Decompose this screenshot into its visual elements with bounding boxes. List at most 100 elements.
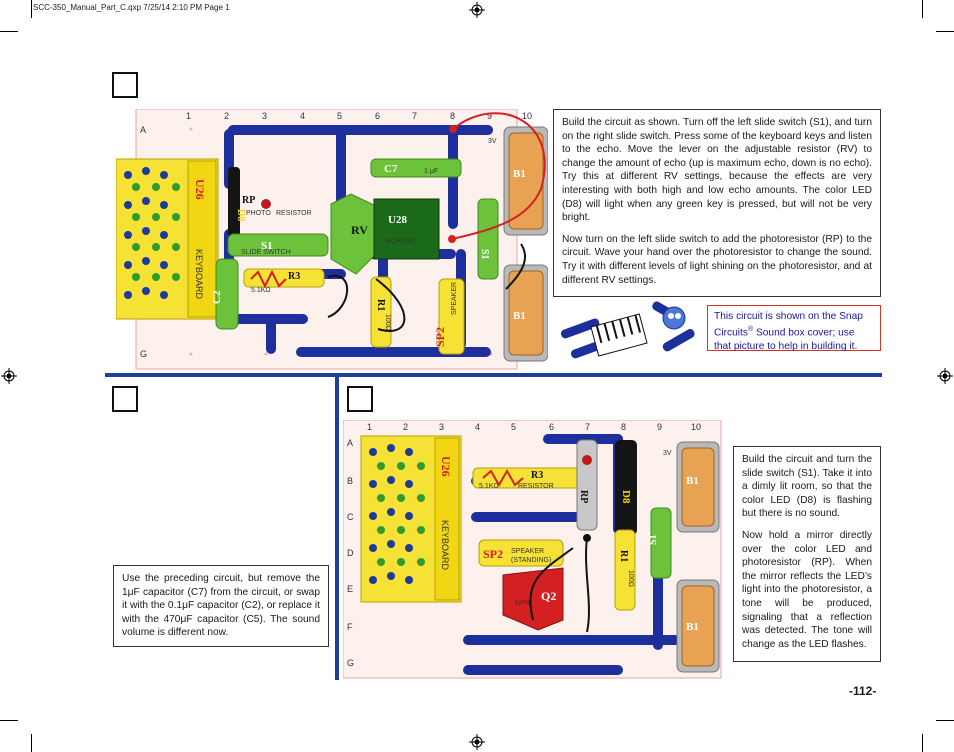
col-label: 1 — [367, 422, 372, 432]
b1-label: B1 — [686, 475, 699, 487]
c7-label: C7 — [384, 163, 398, 175]
registration-mark-icon — [937, 368, 953, 384]
rp-label: RP — [578, 490, 589, 503]
top-circuit-diagram: 1 2 3 4 5 6 7 8 9 10 A G U26 KEYB — [116, 109, 548, 370]
r3-value: 5.1KΩ — [479, 483, 499, 490]
crop-mark — [0, 31, 18, 32]
crop-mark — [936, 31, 954, 32]
project-number-box — [347, 386, 373, 412]
registration-mark-icon — [1, 368, 17, 384]
snap-cover-note: This circuit is shown on the Snap Circui… — [707, 305, 881, 352]
r3-label: R3 — [288, 271, 300, 282]
s1-label: S1 — [261, 240, 273, 252]
col-label: 5 — [337, 111, 342, 121]
project-number-box — [112, 72, 138, 98]
npn-label: NPN — [515, 600, 530, 607]
photo-label: PHOTO — [246, 210, 271, 217]
sp2-label: SP2 — [483, 547, 503, 561]
u26-label: U26 — [193, 179, 207, 200]
row-label: B — [347, 476, 353, 486]
row-label: F — [347, 622, 353, 632]
instruction-paragraph: Now turn on the left slide switch to add… — [562, 233, 872, 286]
resistor-label: RESISTOR — [276, 210, 312, 217]
battery-voltage: 3V — [663, 450, 672, 457]
slide-switch-label: SLIDE SWITCH — [241, 249, 291, 256]
u26-label: U26 — [439, 456, 453, 477]
u28-label: U28 — [388, 214, 407, 226]
crop-mark — [31, 734, 32, 752]
r1-value: 100Ω — [627, 570, 634, 587]
col-label: 9 — [487, 111, 492, 121]
col-label: 4 — [475, 422, 480, 432]
keyboard-label: KEYBOARD — [440, 520, 450, 571]
top-instructions-box: Build the circuit as shown. Turn off the… — [553, 109, 881, 297]
c7-value: 1 μF — [424, 168, 438, 175]
crop-mark — [936, 720, 954, 721]
col-label: 8 — [450, 111, 455, 121]
col-label: 5 — [511, 422, 516, 432]
d8-label: D8 — [620, 490, 632, 504]
r1-value: 100Ω — [384, 314, 391, 331]
left-instruction: Use the preceding circuit, but remove th… — [122, 573, 320, 639]
row-label: C — [347, 512, 354, 522]
speaker-label: SPEAKER — [511, 548, 544, 555]
battery-voltage: 3V — [488, 138, 497, 145]
col-label: 8 — [621, 422, 626, 432]
standing-label: (STANDING) — [511, 557, 551, 564]
col-label: 3 — [262, 111, 267, 121]
q2-label: Q2 — [541, 589, 556, 603]
row-label: D — [347, 548, 354, 558]
note-line1: This circuit is shown on the Snap — [714, 311, 863, 322]
col-label: 2 — [403, 422, 408, 432]
registered-mark: ® — [747, 326, 754, 334]
s1-label: S1 — [648, 534, 659, 545]
b1-label: B1 — [686, 621, 699, 633]
crop-mark — [0, 720, 18, 721]
d8-label: D8 — [235, 209, 246, 221]
instruction-paragraph: Build the circuit and turn the slide swi… — [742, 454, 872, 520]
crop-mark — [922, 734, 923, 752]
r1-label: R1 — [618, 550, 629, 562]
note-circuits: Circuits — [714, 327, 748, 339]
col-label: 2 — [224, 111, 229, 121]
print-slug: SCC-350_Manual_Part_C.qxp 7/25/14 2:10 P… — [33, 3, 230, 12]
row-label: A — [140, 125, 146, 135]
col-label: 6 — [375, 111, 380, 121]
instruction-paragraph: Build the circuit as shown. Turn off the… — [562, 117, 872, 224]
registration-mark-icon — [469, 734, 485, 750]
col-label: 10 — [522, 111, 532, 121]
row-label: A — [347, 438, 353, 448]
right-s1-label: S1 — [479, 249, 490, 260]
horizontal-divider — [105, 373, 882, 377]
vertical-divider — [335, 373, 339, 680]
rp-label: RP — [242, 195, 255, 206]
project-number-box — [112, 386, 138, 412]
col-label: 10 — [691, 422, 701, 432]
b1-label: B1 — [513, 168, 526, 180]
rv-label: RV — [351, 223, 368, 237]
crop-mark — [31, 0, 32, 18]
speaker-label: SPEAKER — [451, 282, 458, 315]
echo-ic-label: ECHO IC — [386, 238, 415, 245]
col-label: 7 — [585, 422, 590, 432]
col-label: 3 — [439, 422, 444, 432]
row-label: E — [347, 584, 353, 594]
sp2-label: SP2 — [433, 327, 447, 347]
page-number: -112- — [849, 684, 877, 698]
r3-value: 5.1KΩ — [251, 287, 271, 294]
keyboard-label: KEYBOARD — [194, 249, 204, 300]
r3-resistor: RESISTOR — [518, 483, 554, 490]
left-project-text: Use the preceding circuit, but remove th… — [113, 565, 329, 647]
b1-label: B1 — [513, 310, 526, 322]
snap-mascot-illustration — [560, 301, 695, 359]
registration-mark-icon — [469, 2, 485, 18]
r1-label: R1 — [375, 299, 386, 311]
row-label: G — [347, 658, 354, 668]
note-line2: Sound box cover; use that picture to hel… — [714, 327, 858, 352]
instruction-paragraph: Now hold a mirror directly over the colo… — [742, 529, 872, 650]
col-label: 7 — [412, 111, 417, 121]
col-label: 6 — [549, 422, 554, 432]
bottom-circuit-diagram: 1 2 3 4 5 6 7 8 9 10 A B C D E F G U26 K… — [343, 420, 722, 679]
col-label: 9 — [657, 422, 662, 432]
row-label: G — [140, 349, 147, 359]
